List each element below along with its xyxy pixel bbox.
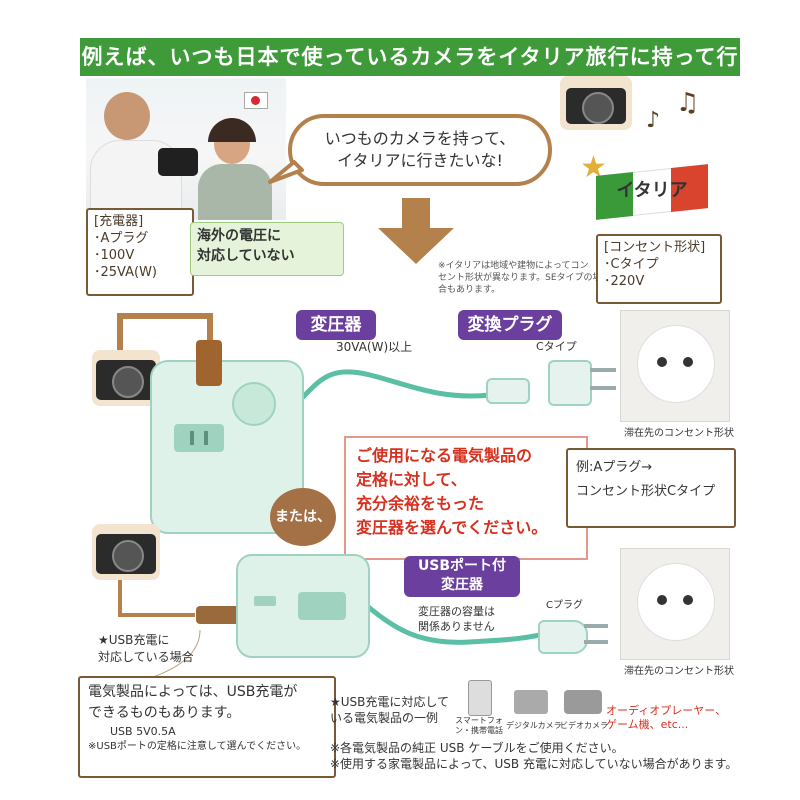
music-notes-icon: ♫ [676,88,700,118]
camera-icon [560,76,632,130]
speech-bubble-tail [268,160,304,184]
video-camera-icon [564,690,602,714]
man-face [104,92,150,140]
voltage-warning-line: 対応していない [197,248,295,264]
plug-pin [584,624,608,628]
woman-hair [208,118,256,142]
capacity-note-line: 変圧器の容量は [418,605,495,618]
usb-case-note: ★USB充電に 対応している場合 [98,632,194,666]
usb-transformer-cord [358,598,541,645]
example-card: 例:Aプラグ→ コンセント形状Cタイプ [566,448,736,528]
plug-pin [590,368,616,372]
usb-transformer-unit [236,554,370,658]
transformer-cord [298,369,491,402]
usb-examples-line: いる電気製品の一例 [330,711,439,725]
advice-line: 定格に対して、 [356,470,467,489]
advice-line: 充分余裕をもった [356,494,485,513]
charger-line: ･25VA(W) [94,265,157,280]
advice-line: 変圧器を選んでください。 [356,518,548,537]
digital-camera-label: デジタルカメラ [506,721,562,730]
music-note-icon: ♪ [646,108,661,133]
voltage-warning-line: 海外の電圧に [197,228,281,244]
transformer-label: 変圧器 [296,310,376,340]
smartphone-icon [468,680,492,716]
outlet-caption: 滞在先のコンセント形状 [624,428,734,439]
usb-transformer-label: USBポート付 変圧器 [404,556,520,597]
outlet-spec-line: ･220V [604,274,645,289]
usb-transformer-label-line: 変圧器 [441,577,483,593]
outlet-spec-line: [コンセント形状] [604,240,706,255]
photo-camera-icon [158,148,198,176]
plug-pin [590,386,616,390]
camera-icon [92,350,160,406]
outlet-spec-line: ･Cタイプ [604,257,659,272]
speech-bubble: いつものカメラを持って、 イタリアに行きたいな! [288,114,552,186]
usb-transformer-socket [298,592,346,620]
usb-port [254,596,276,606]
charger-line: ･100V [94,248,135,263]
wall-outlet-c [620,310,730,422]
or-badge: または、 [270,488,336,546]
footnote-line: ※使用する家電製品によって、USB 充電に対応していない場合があります。 [330,757,738,771]
outlet-caption: 滞在先のコンセント形状 [624,666,734,677]
usb-examples-heading: ★USB充電に対応して いる電気製品の一例 [330,694,449,726]
banner-title: 例えば、いつも日本で使っているカメラをイタリア旅行に持って行く場合 [80,38,740,107]
charger-line: ･Aプラグ [94,231,149,246]
a-plug-icon [196,340,222,386]
usb-examples-line: ★USB充電に対応して [330,695,450,709]
woman-top [198,164,272,220]
advice-box: ご使用になる電気製品の 定格に対して、 充分余裕をもった 変圧器を選んでください… [344,436,588,560]
adapter-type: Cタイプ [536,340,577,353]
example-line: 例:Aプラグ→ [576,460,653,475]
transformer-spec: 30VA(W)以上 [336,340,413,354]
down-arrow-icon [378,198,454,264]
usb-rating: USB 5V0.5A [110,725,176,738]
wall-outlet-c [620,548,730,660]
conversion-plug-icon [548,360,592,406]
capacity-note-line: 関係ありません [418,620,495,633]
digital-camera-icon [514,690,548,714]
footnotes: ※各電気製品の純正 USB ケーブルをご使用ください。 ※使用する家電製品によっ… [330,740,737,772]
usb-case-line: 対応している場合 [98,650,194,664]
usb-info-line: 電気製品によっては、USB充電が [88,684,298,700]
c-plug-icon [538,620,588,654]
c-plug-label: Cプラグ [546,600,583,611]
voltage-warning: 海外の電圧に 対応していない [190,222,344,276]
other-devices-line: オーディオプレーヤー、 [606,704,727,717]
charger-line: [充電器] [94,214,144,229]
power-switch [232,382,276,426]
transformer-socket [174,424,224,452]
footnote-line: ※各電気製品の純正 USB ケーブルをご使用ください。 [330,741,624,755]
charger-spec-card: [充電器] ･Aプラグ ･100V ･25VA(W) [86,208,194,296]
plug-pin [584,640,608,644]
usb-caution: ※USBポートの定格に注意して選んでください。 [88,741,307,752]
usb-case-line: ★USB充電に [98,633,170,647]
usb-info-box: 電気製品によっては、USB充電が できるものもあります。 USB 5V0.5A … [78,676,336,778]
other-devices-line: ゲーム機、etc... [606,718,689,731]
other-devices: オーディオプレーヤー、 ゲーム機、etc... [606,704,726,732]
usb-transformer-label-line: USBポート付 [417,558,507,574]
adapter-label: 変換プラグ [458,310,562,340]
video-camera-label: ビデオカメラ [560,721,608,730]
travelers-photo [86,78,286,220]
italy-note-line: 合もあります。 [438,285,501,295]
advice-line: ご使用になる電気製品の [356,446,533,465]
italy-note: ※イタリアは地域や建物によってコン セント形状が異なります。SEタイプの場 合も… [438,260,602,296]
capacity-note: 変圧器の容量は 関係ありません [418,604,495,634]
speech-line: いつものカメラを持って、 [324,129,516,148]
italy-label: イタリア [616,180,688,201]
usb-plug-icon [196,606,248,624]
italy-note-line: セント形状が異なります。SEタイプの場 [438,273,602,283]
plug-connector [486,378,530,404]
outlet-spec-card: [コンセント形状] ･Cタイプ ･220V [596,234,722,304]
italy-note-line: ※イタリアは地域や建物によってコン [438,261,589,271]
usb-info-line: できるものもあります。 [88,705,241,721]
example-line: コンセント形状Cタイプ [576,484,716,499]
speech-line: イタリアに行きたいな! [337,151,503,170]
japan-flag-icon [244,92,268,109]
phone-label: スマートフォン・携帯電話 [455,716,503,735]
camera-icon [92,524,160,580]
